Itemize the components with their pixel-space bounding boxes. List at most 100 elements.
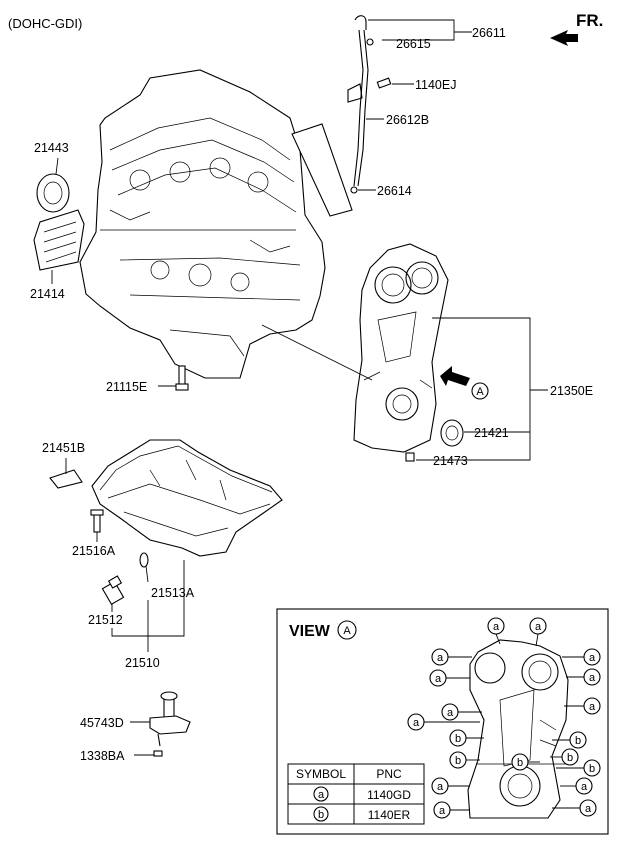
svg-text:a: a (493, 621, 500, 633)
svg-text:a: a (535, 621, 542, 633)
svg-text:a: a (581, 781, 588, 793)
view-a-arrow-icon (440, 366, 470, 386)
symbol-a-callout: a (564, 697, 601, 715)
view-a-reference-arrow: A (440, 366, 489, 400)
symbol-a-callout: a (562, 648, 601, 666)
oil-level-gauge-part (347, 15, 374, 194)
part-label-21510: 21510 (125, 656, 160, 670)
part-label-21443: 21443 (34, 141, 69, 155)
rear-oil-seal-part (36, 173, 70, 213)
svg-text:b: b (567, 752, 573, 764)
part-label-1338BA: 1338BA (80, 749, 125, 763)
table-row-pnc: 1140GD (367, 788, 411, 802)
strainer-bolt-part (153, 750, 163, 757)
view-title-letter: A (343, 625, 351, 637)
svg-text:a: a (589, 652, 596, 664)
svg-text:a: a (437, 781, 444, 793)
front-crankshaft-seal-part (440, 419, 464, 447)
table-row: b 1140ER (313, 806, 411, 822)
table-header-pnc: PNC (376, 767, 402, 781)
drain-plug-gasket-part (139, 552, 149, 568)
symbol-b-callout: b (552, 731, 587, 749)
svg-text:b: b (589, 763, 595, 775)
cylinder-block-bolt-part (175, 365, 189, 391)
svg-text:b: b (455, 755, 461, 767)
svg-text:a: a (585, 803, 592, 815)
svg-text:a: a (447, 707, 454, 719)
symbol-a-callout: a (431, 777, 470, 795)
leader-21443 (55, 157, 59, 175)
symbol-b-callout: b (449, 751, 480, 769)
part-label-26614: 26614 (377, 184, 412, 198)
front-arrow-icon (550, 30, 578, 46)
part-label-21473: 21473 (433, 454, 468, 468)
symbol-a-callout: a (431, 648, 472, 666)
symbol-b-callout: b (550, 748, 579, 766)
front-direction-marker: FR. (550, 11, 603, 46)
svg-text:b: b (575, 735, 581, 747)
part-label-21414: 21414 (30, 287, 65, 301)
symbol-a-callout: a (441, 703, 482, 721)
svg-text:a: a (437, 652, 444, 664)
cylinder-block-illustration (79, 69, 326, 379)
leader-21513A (145, 565, 149, 583)
symbol-pnc-table: SYMBOL PNC a 1140GD b 1140ER (287, 763, 425, 825)
part-label-26611: 26611 (472, 26, 506, 40)
part-label-21350E: 21350E (550, 384, 593, 398)
engine-variant-label: (DOHC-GDI) (8, 16, 82, 31)
svg-text:a: a (413, 717, 420, 729)
leader-26611-group (368, 19, 455, 41)
front-marker-label: FR. (576, 11, 603, 30)
view-cover-outline (467, 639, 569, 819)
part-label-21421: 21421 (474, 426, 509, 440)
part-label-21516A: 21516A (72, 544, 116, 558)
svg-text:b: b (517, 757, 523, 769)
svg-text:a: a (589, 672, 596, 684)
part-label-26615: 26615 (396, 37, 431, 51)
symbol-a-callout: a (429, 669, 470, 687)
part-labels: 26611 26615 1140EJ 26612B 26614 21443 21… (30, 26, 593, 763)
oil-strainer-part (149, 691, 191, 747)
oil-pan-illustration (91, 439, 283, 557)
table-row: a 1140GD (313, 786, 411, 802)
table-row-symbol: b (318, 809, 324, 821)
part-label-21512: 21512 (88, 613, 123, 627)
svg-text:b: b (455, 733, 461, 745)
view-symbol-callouts: a a a a a a a (407, 617, 601, 819)
oil-seal-case-part (33, 209, 85, 271)
part-label-21115E: 21115E (106, 380, 147, 394)
symbol-a-callout: a (566, 668, 601, 686)
symbol-a-callout: a (407, 713, 480, 731)
symbol-a-callout: a (552, 799, 597, 817)
bracket-bolt-part (376, 77, 392, 89)
view-a-panel: VIEW A a a a (276, 608, 609, 835)
part-label-1140EJ: 1140EJ (415, 78, 456, 92)
part-label-26612B: 26612B (386, 113, 429, 127)
view-title: VIEW (289, 623, 331, 640)
svg-text:a: a (589, 701, 596, 713)
symbol-b-callout: b (449, 729, 484, 747)
symbol-a-callout: a (529, 617, 547, 647)
cover-mount-line (261, 324, 373, 381)
oil-pan-bolt-part (90, 509, 104, 533)
part-label-21451B: 21451B (42, 441, 85, 455)
symbol-b-callout: b (511, 753, 540, 771)
symbol-b-callout: b (556, 759, 601, 777)
part-label-21513A: 21513A (151, 586, 195, 600)
leader-21350E-bracket (416, 317, 531, 461)
symbol-a-callout: a (433, 801, 470, 819)
symbol-a-callout: a (560, 777, 593, 795)
part-label-45743D: 45743D (80, 716, 124, 730)
drain-plug-part (101, 575, 125, 606)
view-a-reference-letter: A (476, 386, 484, 398)
symbol-a-callout: a (487, 617, 505, 645)
table-row-symbol: a (318, 789, 325, 801)
svg-text:a: a (439, 805, 446, 817)
cover-bolt-part (405, 452, 415, 462)
svg-text:a: a (435, 673, 442, 685)
table-header-symbol: SYMBOL (296, 767, 346, 781)
table-row-pnc: 1140ER (368, 808, 411, 822)
timing-chain-cover-illustration (353, 243, 449, 453)
dipstick-gasket-part (291, 123, 353, 217)
